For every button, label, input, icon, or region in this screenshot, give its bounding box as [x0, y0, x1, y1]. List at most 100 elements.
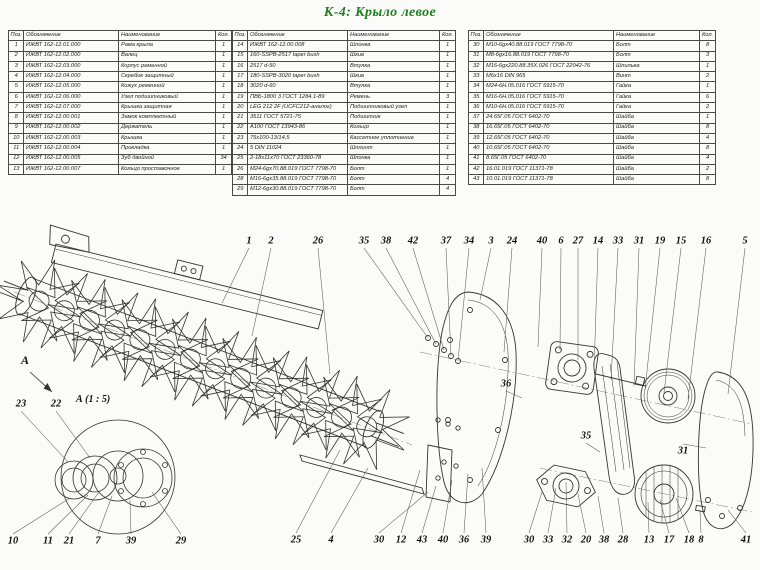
name-cell: Шпонка [347, 153, 441, 165]
upper-pulley [640, 368, 696, 424]
callout-36-47: 36 [500, 378, 512, 390]
designation-cell: ИЖВТ 162-12.00.004 [23, 143, 120, 155]
designation-cell: 3020 d-60 [247, 81, 349, 93]
qty-cell: 1 [215, 122, 232, 134]
name-cell: Скребок защитный [118, 71, 217, 83]
belt-cover [695, 371, 754, 529]
pos-cell: 40 [467, 143, 485, 155]
toothed-roller [0, 243, 428, 488]
designation-cell: 8.65Г.05 ГОСТ 6402-70 [483, 153, 615, 165]
pos-cell: 7 [7, 102, 25, 114]
callout-40-10: 40 [536, 235, 548, 247]
designation-cell: ПВБ-1800 3 ГОСТ 1284.1-89 [247, 91, 349, 104]
qty-cell: 4 [439, 174, 456, 186]
pos-cell: 39 [467, 132, 485, 145]
qty-cell: 1 [439, 81, 456, 93]
pos-cell: 26 [231, 163, 249, 176]
callout-13-34: 13 [643, 534, 655, 546]
qty-cell: 1 [215, 60, 232, 73]
designation-cell: ИЖВТ 162-12.01.000 [23, 40, 120, 52]
callout-1-0: 1 [246, 235, 252, 247]
designation-cell: ИЖВТ 162-12.00.003 [23, 132, 120, 145]
callout-25-20: 25 [290, 534, 302, 546]
designation-cell: 160-SSPB-2517 taper bush [247, 50, 349, 62]
pos-cell: 37 [467, 112, 485, 124]
qty-cell: 1 [439, 50, 456, 62]
qty-cell: 34 [215, 153, 232, 165]
pos-cell: 35 [467, 91, 485, 104]
leader-line [699, 509, 702, 534]
leader-line [385, 247, 437, 345]
lower-pulley [634, 464, 694, 524]
callout-33-29: 33 [542, 534, 554, 546]
scraper [299, 454, 425, 495]
qty-cell: 1 [439, 71, 456, 83]
name-cell: Болт [347, 174, 441, 186]
pos-cell: 9 [7, 122, 25, 134]
designation-cell: 3511 ГОСТ 5721-75 [247, 112, 349, 124]
name-cell: Гайка [613, 91, 701, 104]
name-cell: Кожух ременной [118, 81, 217, 93]
qty-cell: 1 [215, 143, 232, 155]
qty-cell: 4 [699, 132, 716, 145]
callout-24-9: 24 [506, 235, 518, 247]
column-header: Наименование [118, 29, 217, 42]
designation-cell: М16-6gх220.88.35Х.026 ГОСТ 22042-76 [483, 60, 615, 73]
leader-line [317, 247, 331, 375]
column-header: Кол. [215, 29, 232, 42]
leader-line [503, 247, 513, 353]
pos-cell: 32 [467, 60, 485, 73]
leader-line [727, 509, 747, 534]
pos-cell: 34 [467, 81, 485, 93]
column-header: Наименование [613, 29, 701, 42]
leader-line [479, 247, 492, 301]
callout-23-45: 23 [15, 398, 27, 410]
designation-cell: 10.65Г.05 ГОСТ 6402-70 [483, 143, 615, 155]
qty-cell: 2 [699, 71, 716, 83]
designation-cell: М6х16 DIN 965 [483, 71, 615, 83]
leader-line [47, 494, 89, 535]
column-header: Наименование [347, 29, 441, 42]
designation-cell: М10-6gх40.88.019 ГОСТ 7798-70 [483, 40, 615, 52]
name-cell: Ремень [347, 91, 441, 104]
pos-cell: 21 [231, 112, 249, 124]
leader-line [528, 491, 543, 534]
qty-cell: 8 [699, 174, 716, 186]
qty-cell: 1 [439, 122, 456, 134]
pos-cell: 33 [467, 71, 485, 83]
callout-12-23: 12 [395, 534, 407, 546]
designation-cell: ИЖВТ 162-12.07.000 [23, 102, 120, 114]
callout-4-21: 4 [328, 534, 334, 546]
name-cell: Кольцо [347, 122, 441, 134]
pos-cell: 14 [231, 40, 249, 52]
name-cell: Крышка защитная [118, 102, 217, 114]
callout-7-42: 7 [95, 535, 101, 547]
qty-cell: 1 [699, 81, 716, 93]
leader-line [565, 481, 568, 534]
pos-cell: 22 [231, 122, 249, 134]
callout-8-37: 8 [698, 534, 704, 546]
name-cell: Шкив [347, 71, 441, 83]
designation-cell: 12.65Г.05 ГОСТ 6402-70 [483, 132, 615, 145]
pos-cell: 1 [7, 40, 25, 52]
name-cell: Валец [118, 50, 217, 62]
designation-cell: М10-6Н.05.016 ГОСТ 5915-70 [483, 102, 615, 114]
qty-cell: 1 [215, 112, 232, 124]
qty-cell: 1 [215, 102, 232, 114]
name-cell: Болт [347, 163, 441, 176]
column-header: Кол. [439, 29, 456, 42]
name-cell: Корпус ременной [118, 60, 217, 73]
pos-cell: 20 [231, 102, 249, 114]
